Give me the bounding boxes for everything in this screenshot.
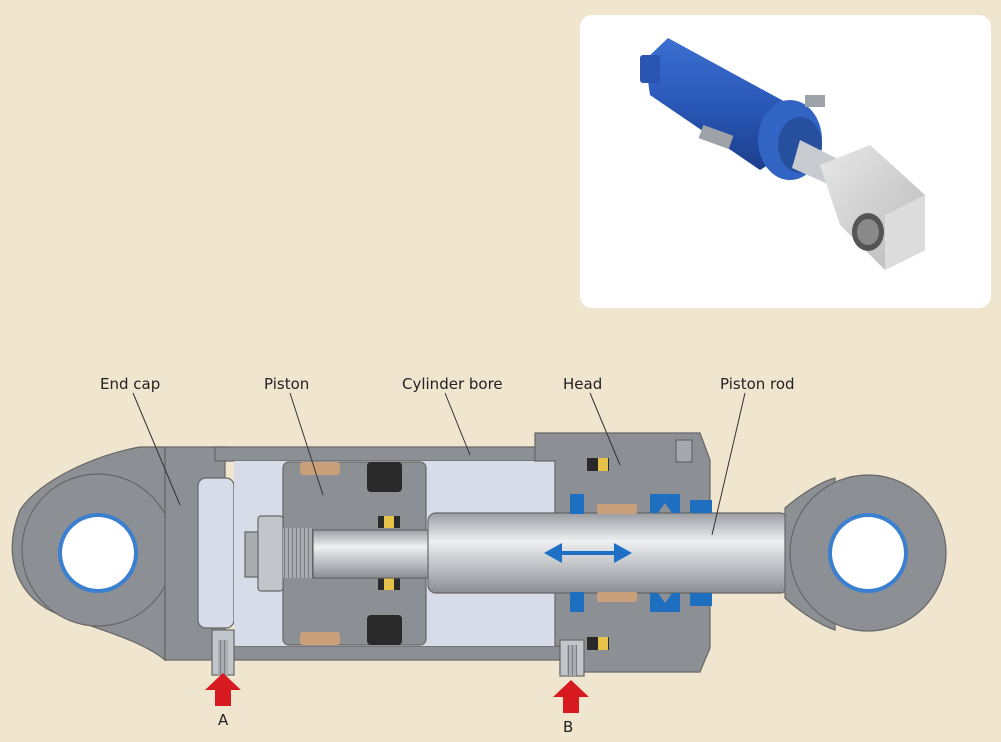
photo-cylinder: [640, 38, 925, 270]
label-head: Head: [563, 375, 602, 393]
cylinder-cross-section: [11, 432, 947, 713]
label-end-cap: End cap: [100, 375, 160, 393]
piston-wear-band-top: [300, 462, 340, 475]
port-a-up-arrow-icon: [205, 673, 241, 706]
head-rod-seals: [570, 494, 712, 612]
piston-seal-bottom: [367, 615, 402, 645]
label-port-b: B: [563, 718, 573, 736]
label-cylinder-bore: Cylinder bore: [402, 375, 503, 393]
double-headed-arrow-icon: [544, 543, 632, 563]
leader-cylinder-bore: [444, 392, 471, 456]
leader-end-cap: [132, 392, 181, 506]
leader-piston-rod: [711, 392, 746, 536]
rod-eye-bore: [832, 517, 904, 589]
leader-piston: [289, 392, 324, 496]
port-b-up-arrow-icon: [553, 680, 589, 713]
leader-head: [589, 392, 621, 466]
label-piston: Piston: [264, 375, 309, 393]
piston-seal-top: [367, 462, 402, 492]
rear-eye-bore: [62, 517, 134, 589]
end-cap-cushion: [197, 477, 235, 629]
rod-inner: [312, 529, 434, 579]
rod-thread: [283, 528, 313, 578]
piston-wear-band-bottom: [300, 632, 340, 645]
head-bleed-screw: [675, 439, 693, 463]
label-port-a: A: [218, 711, 229, 729]
label-piston-rod: Piston rod: [720, 375, 795, 393]
product-photo: [580, 15, 991, 308]
tube-bottom-wall: [214, 645, 606, 661]
rod-nut: [257, 515, 284, 592]
